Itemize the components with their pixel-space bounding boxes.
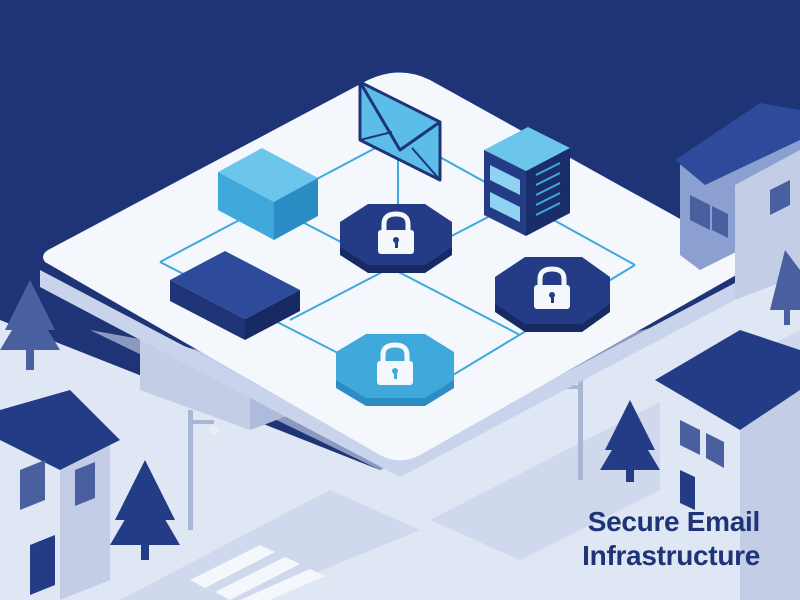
house-icon — [655, 330, 800, 600]
street-left — [120, 490, 420, 600]
lock-node-front — [336, 334, 454, 406]
caption-line-1: Secure Email — [587, 506, 761, 537]
tree-icon — [770, 250, 800, 325]
tree-icon — [0, 280, 60, 370]
envelope-icon — [358, 80, 442, 182]
caption-line-2: Infrastructure — [582, 540, 760, 571]
data-block-cyan — [218, 148, 318, 240]
house-icon — [675, 103, 800, 300]
lock-icon — [534, 266, 570, 309]
tree-icon — [600, 400, 660, 482]
streetlight-icon — [188, 410, 219, 530]
lock-icon — [377, 342, 413, 385]
tree-icon — [110, 460, 180, 560]
lock-icon — [378, 211, 414, 254]
caption: Secure Email Infrastructure — [582, 505, 760, 573]
data-block-navy — [170, 251, 300, 340]
lock-node-center — [340, 204, 452, 273]
crosswalk — [190, 545, 325, 600]
house-icon — [0, 390, 120, 600]
server-icon — [484, 127, 570, 236]
lock-node-right — [495, 257, 610, 332]
